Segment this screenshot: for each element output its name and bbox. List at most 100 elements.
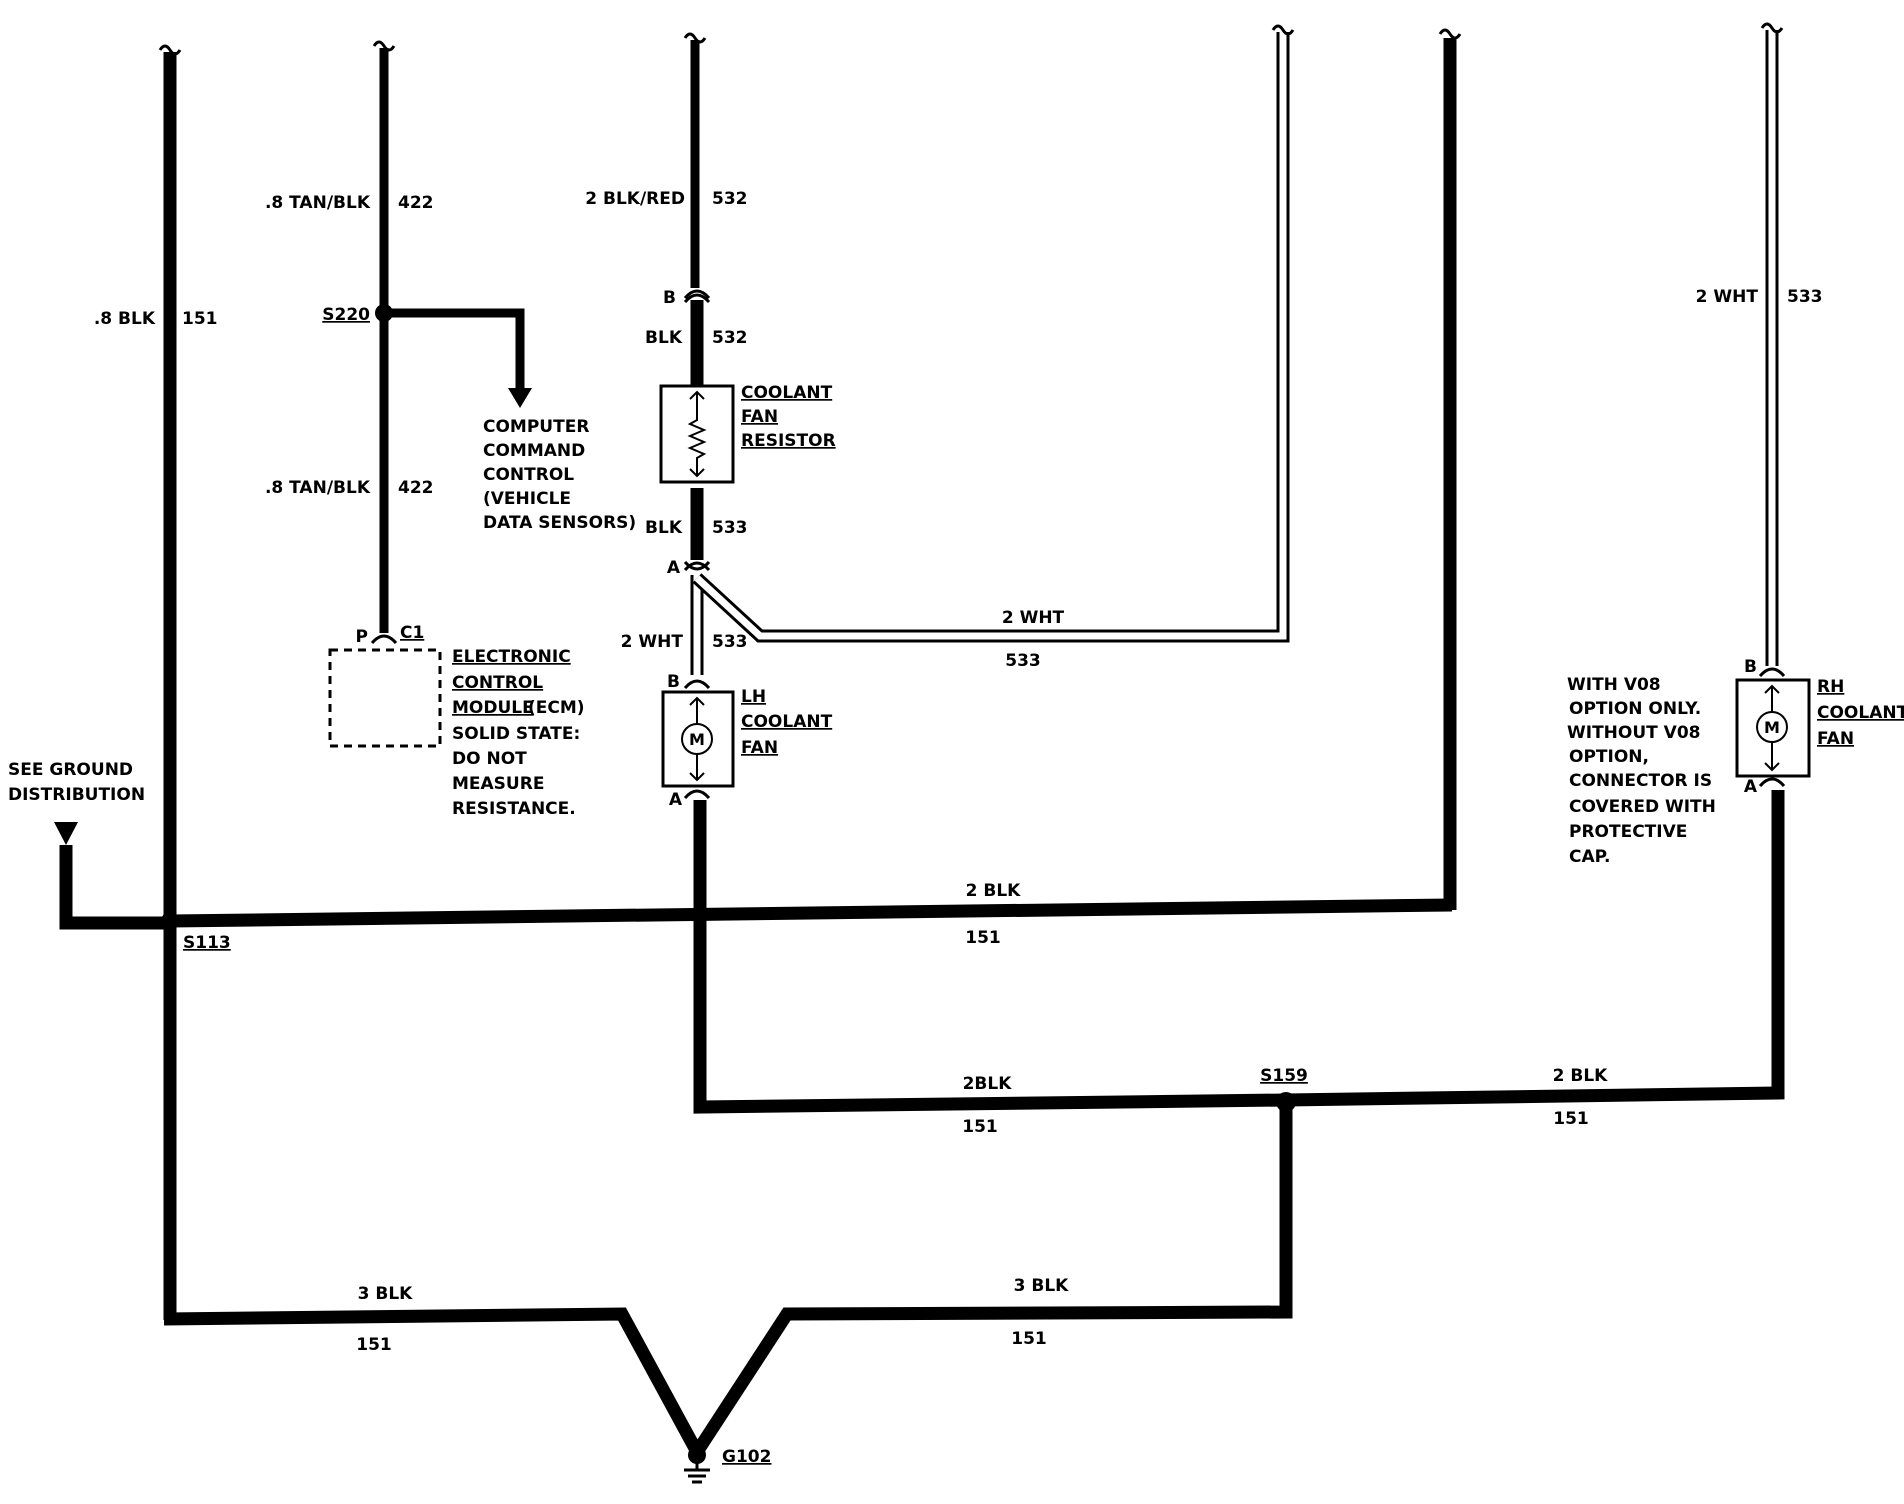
connector-b-532-label: B [663, 288, 676, 308]
v08-note-line-2: OPTION ONLY. [1569, 699, 1701, 719]
lh-fan-motor-icon [681, 723, 713, 755]
resistor-arrowheads [689, 390, 705, 478]
lh-fan-label-line-2: COOLANT [741, 712, 833, 732]
v08-note-line-5: CONNECTOR IS [1569, 771, 1712, 791]
label-circuit-151-s159-right: 151 [1553, 1109, 1589, 1129]
label-circuit-151-ground-h: 151 [965, 928, 1001, 948]
label-circuit-533-branch: 533 [1005, 651, 1041, 671]
wire-break-mark [158, 44, 182, 56]
label-gauge-151-bottom-left: 3 BLK [358, 1284, 414, 1304]
ccc-note-line-2: COMMAND [483, 441, 585, 461]
label-gauge-533-branch: 2 WHT [1002, 608, 1065, 628]
label-circuit-151-s159-left: 151 [962, 1117, 998, 1137]
connector-a-533-label: A [667, 558, 681, 578]
label-circuit-151-left: 151 [182, 309, 218, 329]
label-gauge-533-res: BLK [645, 518, 683, 538]
ground-g102-label: G102 [722, 1447, 771, 1467]
label-circuit-151-bottom-right: 151 [1011, 1329, 1047, 1349]
lh-fan-label-line-3: FAN [741, 738, 778, 758]
label-gauge-422-top: .8 TAN/BLK [265, 193, 371, 213]
wire-break-mark [372, 40, 396, 52]
wire-533-branch [692, 32, 1290, 643]
ecm-note-line-4: RESISTANCE. [452, 799, 576, 819]
connector-b-lh-label: B [667, 672, 680, 692]
label-gauge-533-lh: 2 WHT [621, 632, 684, 652]
resistor-label-line-1: COOLANT [741, 383, 833, 403]
label-gauge-532-top: 2 BLK/RED [585, 189, 685, 209]
resistor-symbol [687, 392, 707, 476]
label-gauge-151-ground-h: 2 BLK [966, 881, 1022, 901]
wire-break-mark [683, 32, 707, 44]
label-circuit-422-top: 422 [398, 193, 434, 213]
label-circuit-533-rh: 533 [1787, 287, 1823, 307]
ground-symbol [684, 1462, 710, 1484]
connector-a-rh-label: A [1744, 777, 1758, 797]
connector-p-c1 [370, 634, 398, 645]
wire-533-branch-inner [694, 32, 1287, 640]
wire-151-horizontal [169, 898, 1453, 928]
connector-b-rh-label: B [1744, 657, 1757, 677]
splice-s220-label: S220 [322, 305, 370, 325]
connector-c1-label: C1 [400, 623, 424, 643]
wire-ground-distribution [59, 845, 170, 930]
ccc-arrow [508, 388, 532, 408]
ecm-label-line-1: ELECTRONIC [452, 647, 571, 667]
label-circuit-533-lh: 533 [712, 632, 748, 652]
wire-151-s159-down [691, 1102, 1293, 1456]
v08-note-line-4: OPTION, [1569, 747, 1649, 767]
ccc-note-line-4: (VEHICLE [483, 489, 571, 509]
connector-b-rh [1758, 667, 1786, 678]
wire-s220-branch [384, 308, 525, 390]
connector-a-lh [683, 789, 711, 800]
label-circuit-151-bottom-left: 151 [356, 1335, 392, 1355]
label-gauge-532-mid: BLK [645, 328, 683, 348]
ecm-note-line-3: MEASURE [452, 774, 544, 794]
label-gauge-151-s159-left: 2BLK [963, 1074, 1013, 1094]
ecm-note-line-1: SOLID STATE: [452, 724, 580, 744]
splice-s113-label: S113 [183, 933, 231, 953]
splice-s159-label: S159 [1260, 1066, 1308, 1086]
v08-note-line-3: WITHOUT V08 [1567, 723, 1701, 743]
rh-fan-label-line-2: COOLANT [1817, 703, 1904, 723]
label-circuit-532-mid: 532 [712, 328, 748, 348]
label-circuit-533-res: 533 [712, 518, 748, 538]
splice-s159-dot [1276, 1092, 1296, 1112]
wire-break-mark [1271, 24, 1295, 36]
ccc-note-line-1: COMPUTER [483, 417, 589, 437]
rh-fan-label-line-3: FAN [1817, 729, 1854, 749]
splice-s113-dot [161, 912, 179, 930]
label-circuit-422-bot: 422 [398, 478, 434, 498]
wire-break-mark [1760, 22, 1784, 34]
label-gauge-422-bot: .8 TAN/BLK [265, 478, 371, 498]
rh-fan-motor-letter: M [1764, 718, 1780, 737]
v08-note-line-1: WITH V08 [1567, 675, 1661, 695]
ground-g102-dot [688, 1446, 706, 1464]
wire-151-s159-right [1285, 790, 1785, 1107]
ground-dist-line-1: SEE GROUND [8, 760, 133, 780]
lh-fan-motor-letter: M [689, 730, 705, 749]
v08-note-line-8: CAP. [1569, 847, 1610, 867]
connector-b-lh [683, 679, 711, 690]
connector-a-rh [1758, 777, 1786, 788]
label-gauge-151-bottom-right: 3 BLK [1014, 1276, 1070, 1296]
ground-distribution-arrow [54, 822, 78, 845]
v08-note-line-7: PROTECTIVE [1569, 822, 1687, 842]
wire-break-mark [1438, 28, 1462, 40]
ecm-note-line-2: DO NOT [452, 749, 527, 769]
ecm-label-line-3: MODULE [452, 698, 534, 718]
ccc-note-line-5: DATA SENSORS) [483, 513, 636, 533]
resistor-label-line-2: FAN [741, 407, 778, 427]
wire-151-lh-fan [693, 800, 1287, 1114]
wire-151-bottom-left [163, 1307, 703, 1456]
ccc-note-line-3: CONTROL [483, 465, 574, 485]
label-gauge-533-rh: 2 WHT [1696, 287, 1759, 307]
connector-a-lh-label: A [669, 790, 683, 810]
v08-note-line-6: COVERED WITH [1569, 797, 1716, 817]
rh-fan-label-line-1: RH [1817, 677, 1844, 697]
splice-s220-dot [375, 304, 393, 322]
connector-a-533 [683, 560, 711, 572]
lh-fan-label-line-1: LH [741, 687, 766, 707]
resistor-label-line-3: RESISTOR [741, 431, 836, 451]
ground-dist-line-2: DISTRIBUTION [8, 785, 145, 805]
